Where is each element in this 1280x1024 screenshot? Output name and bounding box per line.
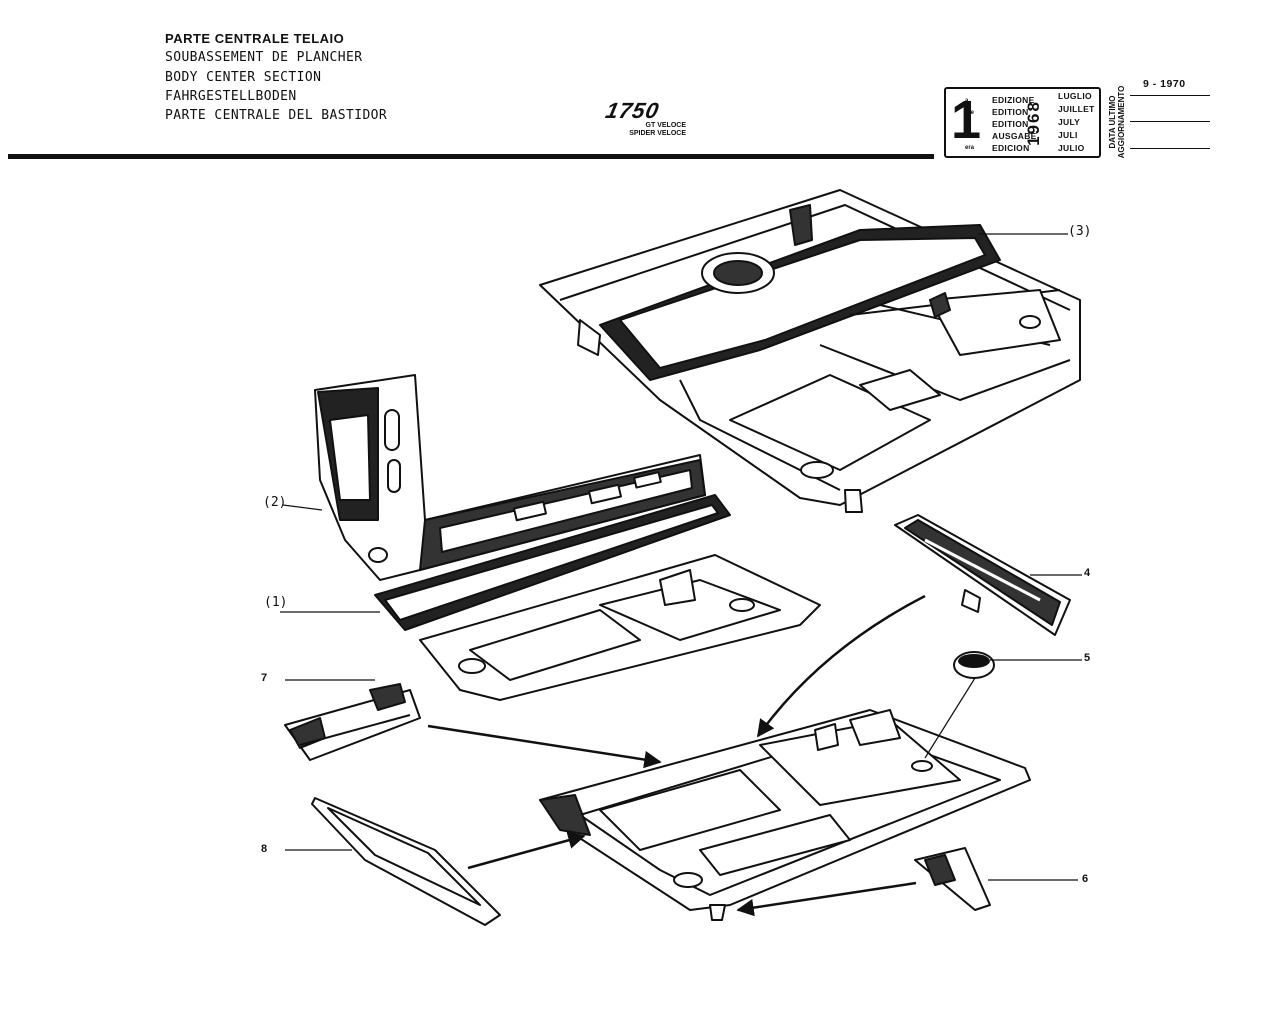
edition-suffix: ère <box>965 110 975 116</box>
assembly-arrows <box>427 594 926 917</box>
variant-spider-veloce: SPIDER VELOCE <box>629 129 686 137</box>
header-rule <box>8 154 934 159</box>
edition-label: EDITION <box>992 119 1029 129</box>
callout-6: 6 <box>1082 873 1089 885</box>
edition-month: JULIO <box>1058 143 1085 153</box>
edition-number: 1 <box>951 90 982 150</box>
callout-8: 8 <box>261 843 268 855</box>
edition-label: AUSGABE <box>992 131 1037 141</box>
model-block: 1750 GT VELOCE SPIDER VELOCE <box>603 98 692 137</box>
callout-3: (3) <box>1068 224 1092 239</box>
callout-2: (2) <box>263 495 287 510</box>
title-english: BODY CENTER SECTION <box>165 69 322 85</box>
update-line <box>1130 95 1210 96</box>
rear-floor-assembly <box>539 189 1081 513</box>
edition-month: JULY <box>1058 117 1081 127</box>
edition-month: JUILLET <box>1058 104 1095 114</box>
callout-7: 7 <box>261 672 268 684</box>
edition-month: LUGLIO <box>1058 91 1092 101</box>
edition-suffix: era <box>965 145 975 151</box>
callout-1: (1) <box>264 595 288 610</box>
part-6-support <box>914 847 991 911</box>
last-update-date: 9 - 1970 <box>1143 78 1186 90</box>
part-8-plate <box>311 797 501 926</box>
title-block: PARTE CENTRALE TELAIO SOUBASSEMENT DE PL… <box>165 29 387 125</box>
edition-label: EDICION <box>992 143 1030 153</box>
edition-box: 1 a ère st . era EDIZIONE EDITION EDITIO… <box>944 87 1101 158</box>
part-4-channel <box>894 514 1071 636</box>
edition-suffix: . <box>965 133 967 139</box>
edition-month: JULI <box>1058 130 1078 140</box>
edition-label: EDIZIONE <box>992 95 1035 105</box>
title-french: SOUBASSEMENT DE PLANCHER <box>165 50 363 66</box>
leader-lines <box>280 233 1082 881</box>
side-sill-assembly <box>314 374 706 581</box>
update-line <box>1130 121 1210 122</box>
edition-label: EDITION <box>992 107 1029 117</box>
update-line <box>1130 148 1210 149</box>
edition-suffix: st <box>965 122 971 128</box>
edition-suffix: a <box>965 98 969 104</box>
main-floor-pan <box>539 709 1031 921</box>
callout-4: 4 <box>1084 567 1091 579</box>
title-german: FAHRGESTELLBODEN <box>165 88 297 104</box>
part-7-bracket <box>284 683 421 761</box>
front-floor-assembly <box>374 494 821 701</box>
title-spanish: PARTE CENTRALE DEL BASTIDOR <box>165 108 388 124</box>
callout-5: 5 <box>1084 652 1091 664</box>
variant-gt-veloce: GT VELOCE <box>645 122 686 129</box>
title-italian: PARTE CENTRALE TELAIO <box>165 31 345 46</box>
